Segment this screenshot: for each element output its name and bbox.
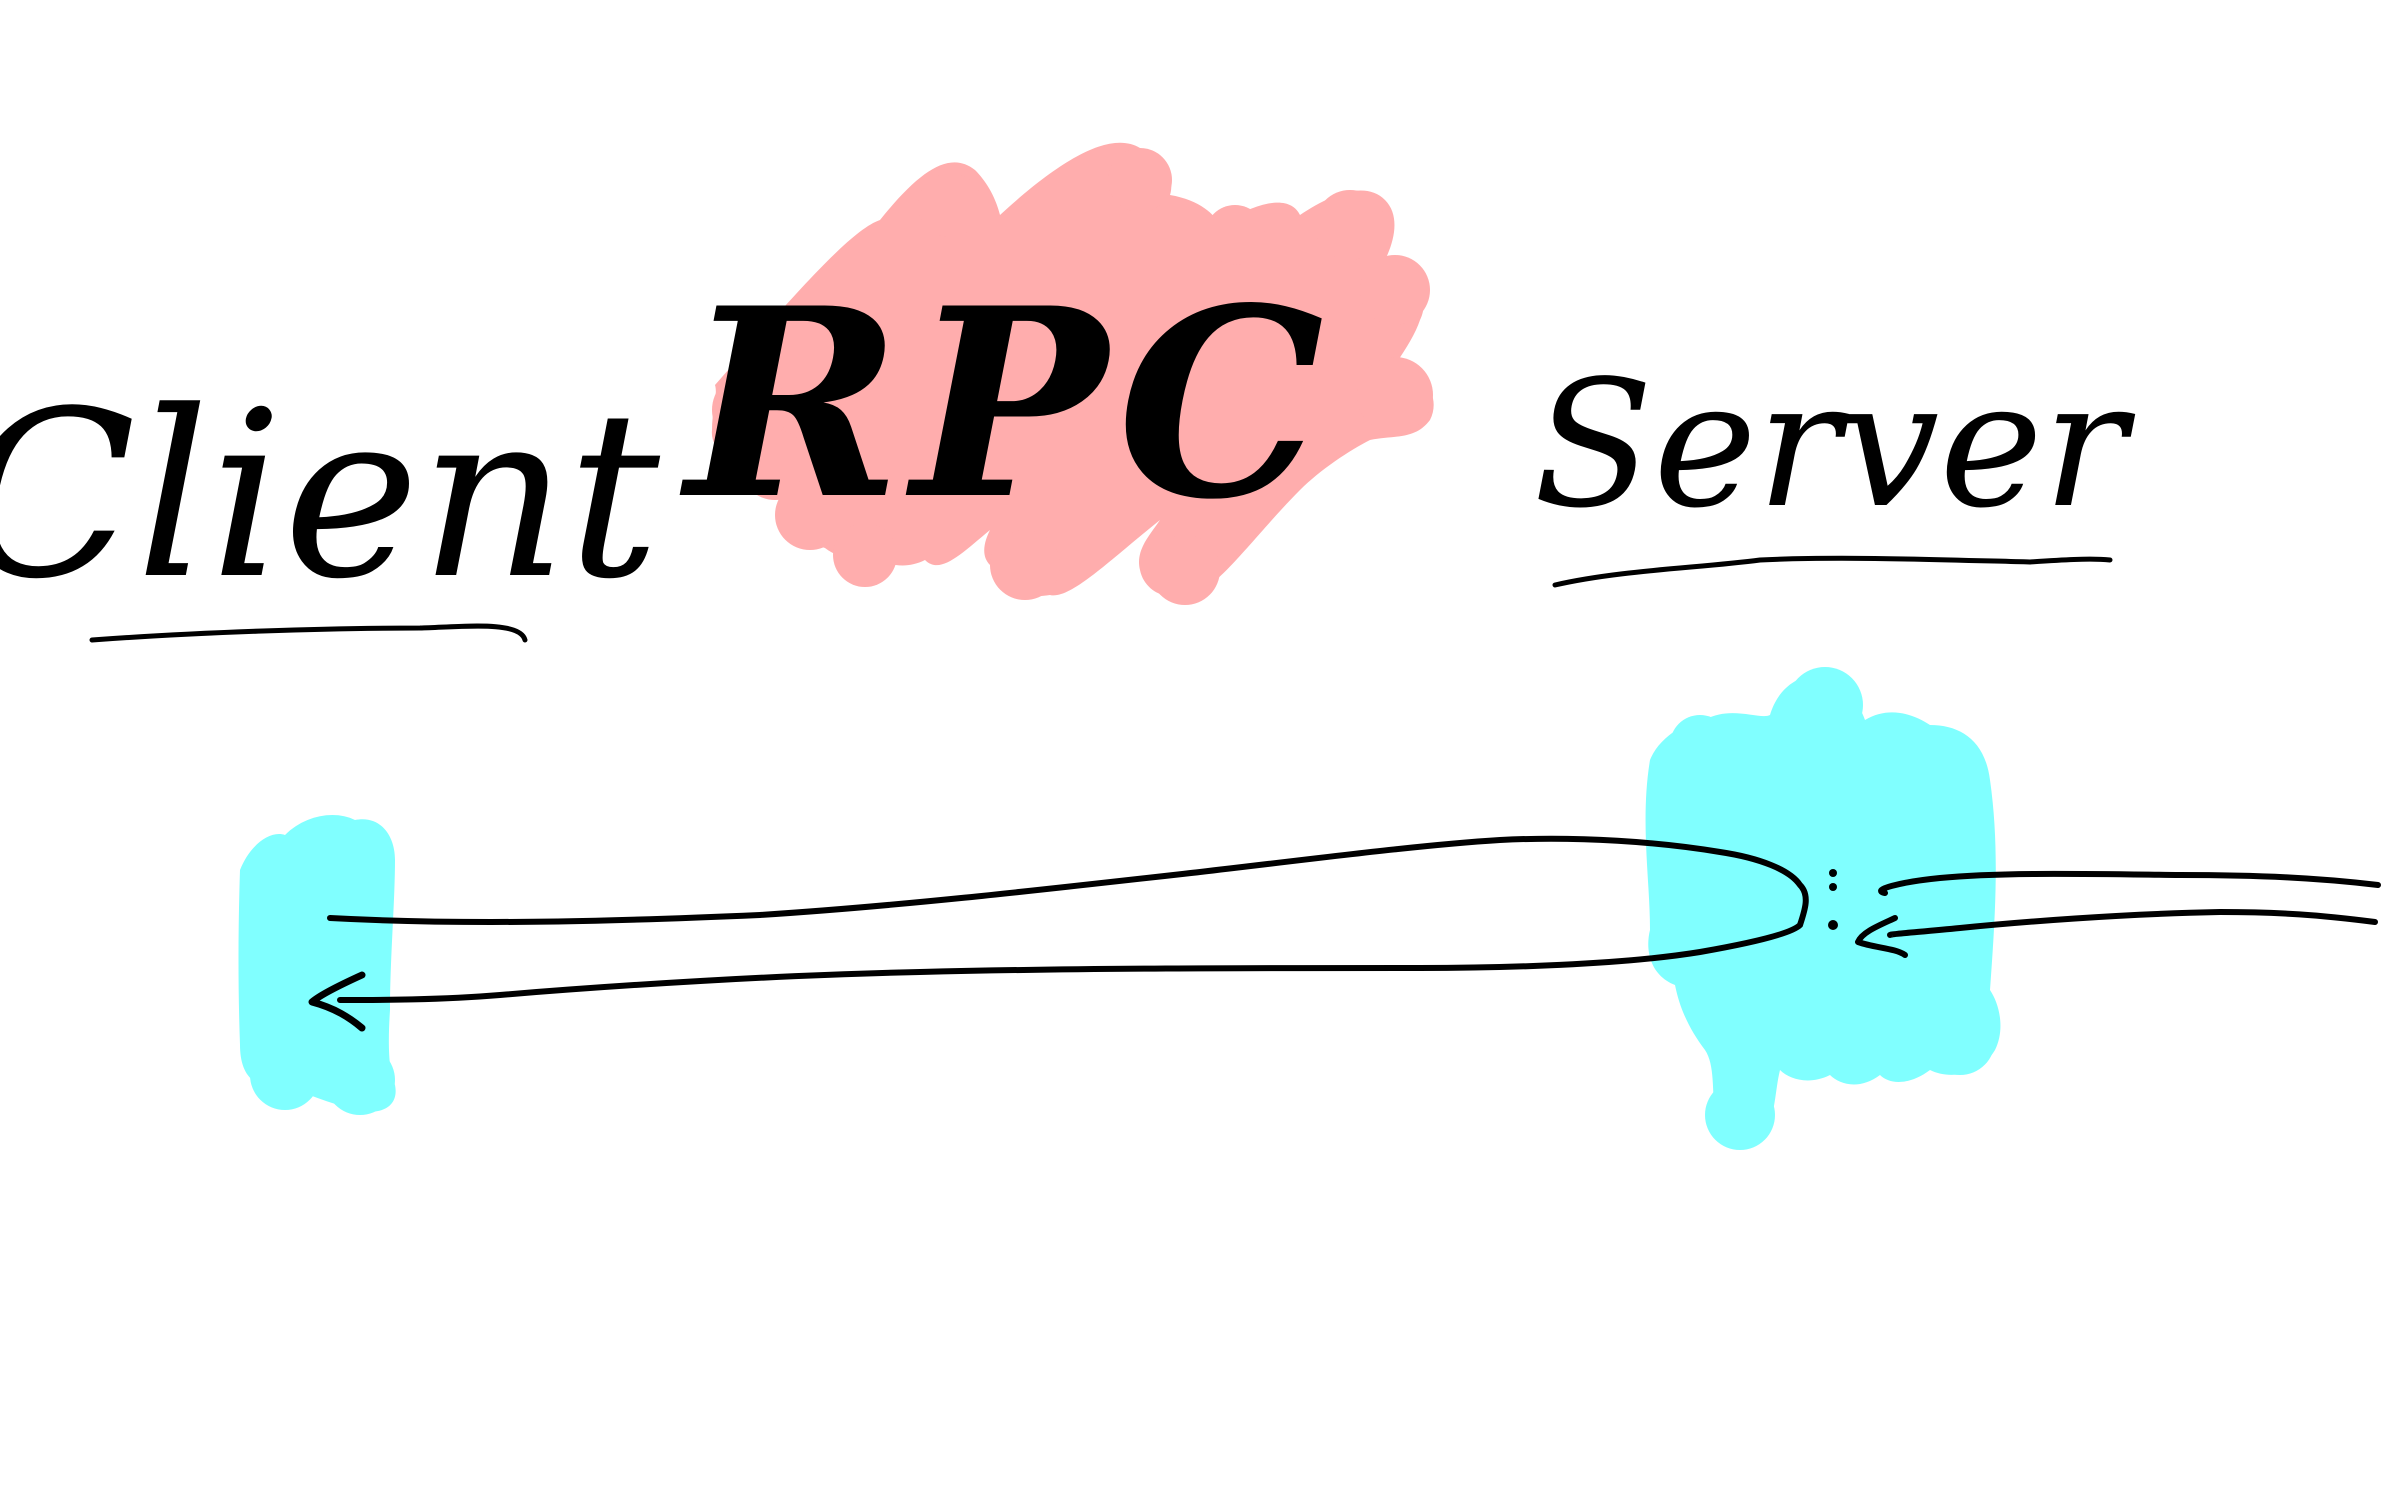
request-arrow-line (327, 835, 1809, 1003)
pink-blob-lobe (1315, 190, 1385, 260)
server-label: Server (1533, 344, 2136, 547)
pink-blob-lobe (1108, 148, 1172, 212)
cyan-server-shape (1645, 676, 2001, 1141)
inbound-server-arrow (1828, 869, 2381, 958)
cyan-server-lobe (1925, 1005, 1995, 1075)
pink-blob-lobe (712, 372, 788, 448)
ink-dot (1829, 883, 1837, 891)
cyan-server-lobe (1670, 715, 1730, 775)
inbound-line-bottom (1887, 908, 2378, 938)
title-highlight-blob (711, 142, 1434, 605)
server-label-underline (1552, 555, 2113, 588)
cyan-server-lobe (1705, 1080, 1775, 1150)
server-endpoint-box (1645, 667, 2001, 1150)
pink-blob-lobe (1150, 535, 1220, 605)
arrowhead-client-icon (308, 971, 366, 1032)
diagram-title: RPC (678, 252, 1335, 557)
pink-blob-lobe (833, 523, 897, 587)
cyan-server-lobe (1787, 667, 1863, 743)
pink-blob-lobe (775, 480, 845, 550)
cyan-client-lobe (255, 835, 305, 885)
pink-blob-lobe (918, 173, 982, 237)
pink-blob-lobe (1205, 205, 1265, 265)
cyan-client-lobe (325, 1045, 395, 1115)
arrowhead-server-icon (1855, 915, 1908, 958)
pink-blob-lobe (1360, 255, 1430, 325)
client-endpoint-box (238, 815, 396, 1115)
cyan-client-lobe (250, 1040, 320, 1110)
ink-dot (1828, 920, 1838, 930)
cyan-client-shape (238, 815, 396, 1112)
request-arrow (308, 835, 1809, 1032)
pink-blob-lobe (740, 430, 810, 500)
inbound-line-top (1878, 870, 2381, 896)
client-label: Client (0, 363, 660, 630)
client-label-underline (89, 623, 528, 643)
ink-dot (1829, 869, 1837, 877)
pink-blob-lobe (990, 530, 1060, 600)
pink-blob-lobe (1357, 357, 1433, 433)
